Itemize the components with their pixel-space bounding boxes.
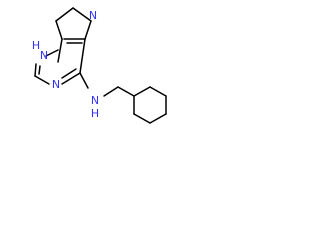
bond-c4-n9 bbox=[55, 20, 63, 40]
atom-n-imidazole: N bbox=[89, 9, 97, 22]
atom-h-ring: H bbox=[32, 39, 40, 52]
bond-c6-nh bbox=[79, 72, 89, 89]
bond-cy1-cy2 bbox=[133, 86, 151, 97]
atom-n-amine: N bbox=[91, 94, 99, 107]
bond-cy5-cy6 bbox=[133, 113, 151, 124]
bond-c6-n1-double bbox=[61, 68, 77, 79]
molecule-canvas: N H N N N H bbox=[0, 0, 193, 153]
bond-c2-n3 bbox=[34, 63, 37, 77]
bond-c6-n1 bbox=[61, 72, 81, 85]
atom-h-amine: H bbox=[91, 107, 99, 120]
bond-c2-n3-double bbox=[38, 65, 41, 75]
bond-n7-c8 bbox=[84, 20, 92, 40]
bond-c5-c4 bbox=[55, 7, 74, 22]
bond-n1-c2 bbox=[34, 75, 50, 85]
bond-cy2-cy3 bbox=[149, 86, 167, 97]
bond-n3-c4 bbox=[45, 49, 59, 57]
bond-n7-c5 bbox=[72, 7, 92, 22]
atom-n-pyrimidine: N bbox=[52, 78, 60, 91]
structure-diagram: N H N N N H bbox=[32, 7, 167, 124]
bond-ch2-cy bbox=[117, 86, 135, 97]
bond-nh-ch2 bbox=[103, 86, 119, 97]
atom-n-ring: N bbox=[40, 49, 48, 62]
bond-cy4-cy5 bbox=[149, 113, 167, 124]
bond-c5-c6 bbox=[79, 38, 86, 74]
bond-c4-c5 bbox=[57, 38, 63, 63]
